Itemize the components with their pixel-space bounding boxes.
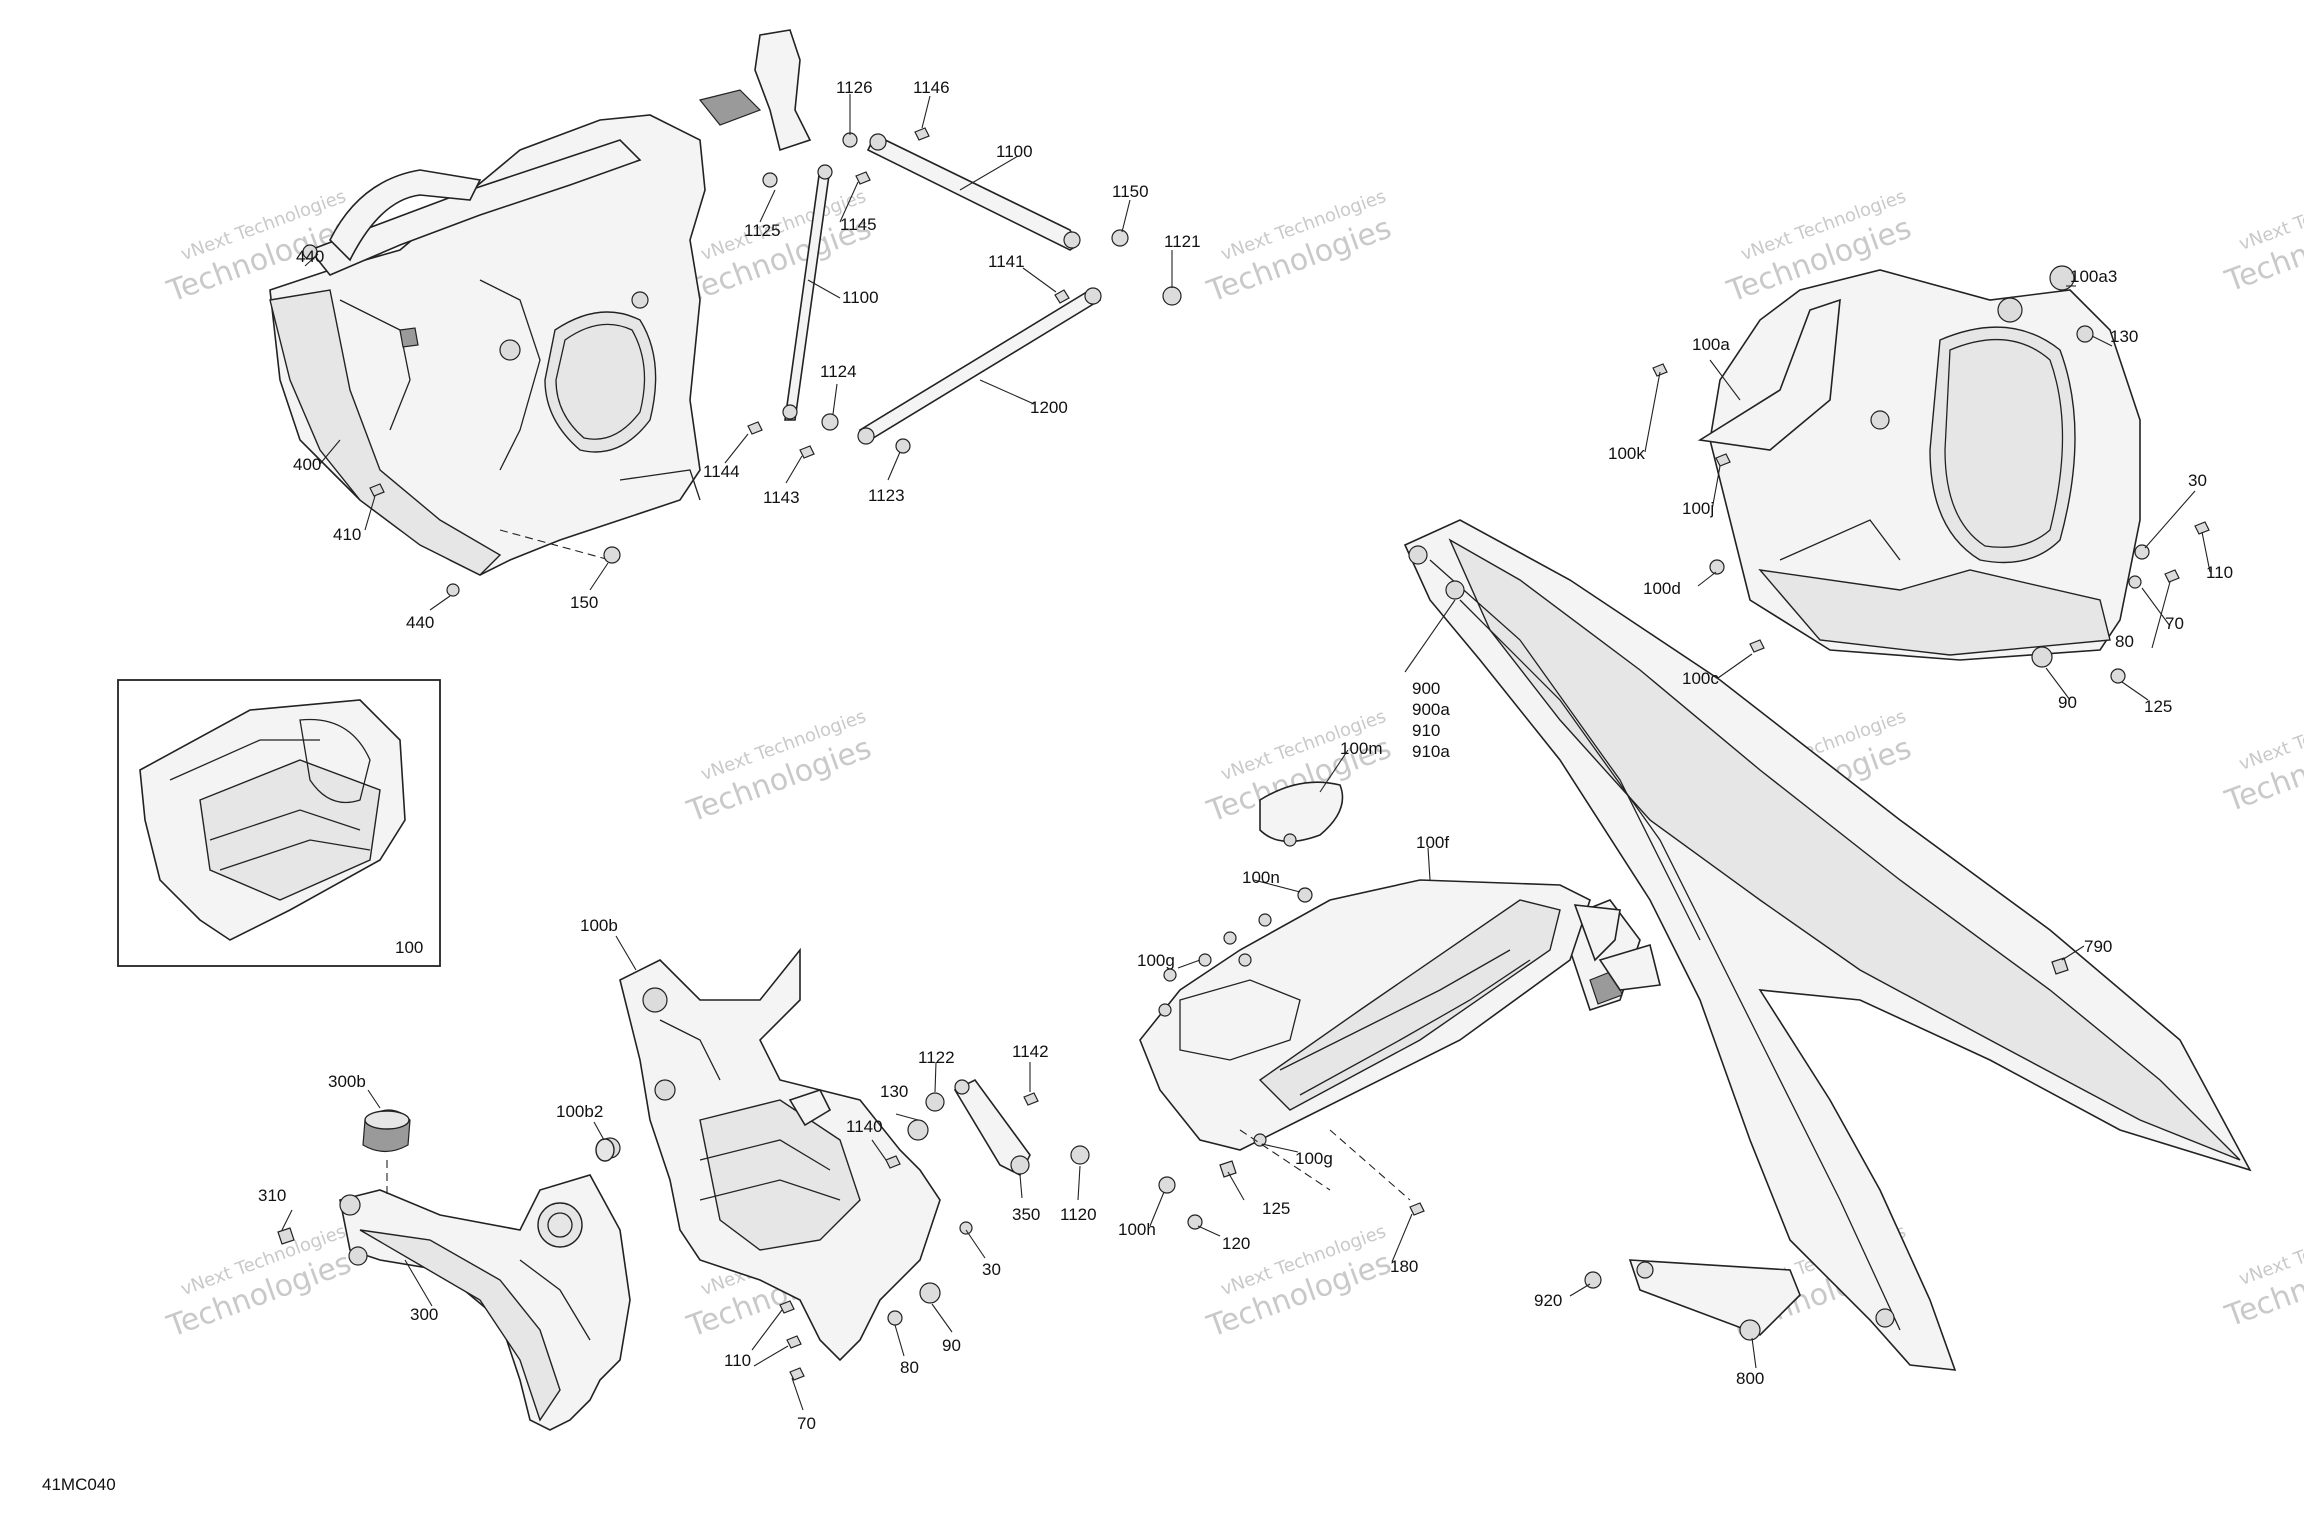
callout-1145: 1145 [840,215,877,234]
callout-100f: 100f [1416,833,1449,852]
callout-110: 110 [2206,563,2233,582]
callout-310: 310 [258,1186,286,1205]
mount-300b [362,1109,411,1153]
callout-300b: 300b [328,1072,366,1091]
callout-70: 70 [2165,614,2184,633]
brace-rod-1200 [857,287,1102,445]
callout-100a3: 100a3 [2070,267,2117,286]
plate-hardware [1158,887,1425,1230]
side-frame-100b [619,947,941,1362]
callout-1121: 1121 [1164,232,1201,251]
callout-80: 80 [2115,632,2134,651]
callout-1200: 1200 [1030,398,1068,417]
callout-90: 90 [2058,693,2077,712]
callout-150: 150 [570,593,598,612]
watermark: vNext Technologies Technologies [2220,696,2304,820]
callout-1126: 1126 [836,78,873,97]
callout-1146: 1146 [913,78,950,97]
callout-440-bottom: 440 [406,613,434,632]
watermark: vNext Technologies Technologies [2220,1211,2304,1335]
inset-frame-100 [117,679,441,967]
callout-100b: 100b [580,916,618,935]
callout-410: 410 [333,525,361,544]
support-arm-300 [339,1174,631,1431]
watermark: vNext Technologies Technologies [1202,186,1396,310]
callout-130: 130 [2110,327,2138,346]
callout-70: 70 [797,1414,816,1433]
callout-1125: 1125 [744,221,781,240]
diagram-code: 41MC040 [42,1475,116,1494]
callout-1124: 1124 [820,362,857,381]
callout-100g-bottom: 100g [1295,1149,1333,1168]
callout-1100: 1100 [996,142,1033,161]
front-frame-100a [1697,265,2141,661]
watermark: vNext Technologies Technologies [682,706,876,830]
callout-130: 130 [880,1082,908,1101]
callout-910: 910 [1412,721,1440,740]
callout-180: 180 [1390,1257,1418,1276]
callout-100c: 100c [1682,669,1719,688]
callout-100b2: 100b2 [556,1102,603,1121]
brace-rod-1100-vertical [782,164,833,421]
callout-100m: 100m [1340,739,1383,758]
callout-800: 800 [1736,1369,1764,1388]
callout-900a: 900a [1412,700,1450,719]
callout-100h: 100h [1118,1220,1156,1239]
callout-350: 350 [1012,1205,1040,1224]
callout-1143: 1143 [763,488,800,507]
callout-790: 790 [2084,937,2112,956]
callout-125: 125 [2144,697,2172,716]
callout-400: 400 [293,455,321,474]
leader-lines [281,94,2211,1411]
inset-label-100: 100 [395,938,423,957]
callout-1142: 1142 [1012,1042,1049,1061]
link-800 [1628,1259,1801,1341]
callout-120: 120 [1222,1234,1250,1253]
watermark: vNext Technologies Technologies [162,1221,356,1345]
callout-920: 920 [1534,1291,1562,1310]
callout-110: 110 [724,1351,751,1370]
callout-1140: 1140 [846,1117,883,1136]
plate-100f [1139,879,1661,1151]
brace-rod-1100-upper [866,133,1081,251]
cover-100m [1259,781,1344,847]
callout-910a: 910a [1412,742,1450,761]
callout-100k: 100k [1608,444,1645,463]
upper-hardware [302,127,1182,597]
callout-1100: 1100 [842,288,879,307]
callout-100j: 100j [1682,499,1714,518]
callout-100d: 100d [1643,579,1681,598]
callout-1120: 1120 [1060,1205,1097,1224]
callout-440-top: 440 [296,247,324,266]
watermark: vNext Technologies Technologies [2220,176,2304,300]
callout-900: 900 [1412,679,1440,698]
callout-30: 30 [2188,471,2207,490]
callout-100n: 100n [1242,868,1280,887]
callout-125: 125 [1262,1199,1290,1218]
callout-1123: 1123 [868,486,905,505]
callout-1144: 1144 [703,462,740,481]
callout-300: 300 [410,1305,438,1324]
lower-center-hardware [595,1092,1090,1381]
callout-100a: 100a [1692,335,1730,354]
callout-90: 90 [942,1336,961,1355]
callout-1122: 1122 [918,1048,955,1067]
callout-100g-top: 100g [1137,951,1175,970]
upper-right-hardware [1652,325,2210,684]
callout-30: 30 [982,1260,1001,1279]
callout-labels: 1126 1146 1100 1150 1121 1141 1125 1145 … [42,78,2233,1494]
callout-1150: 1150 [1112,182,1149,201]
callout-80: 80 [900,1358,919,1377]
front-frame-400 [269,29,812,576]
link-350 [953,1078,1031,1177]
callout-1141: 1141 [988,252,1025,271]
